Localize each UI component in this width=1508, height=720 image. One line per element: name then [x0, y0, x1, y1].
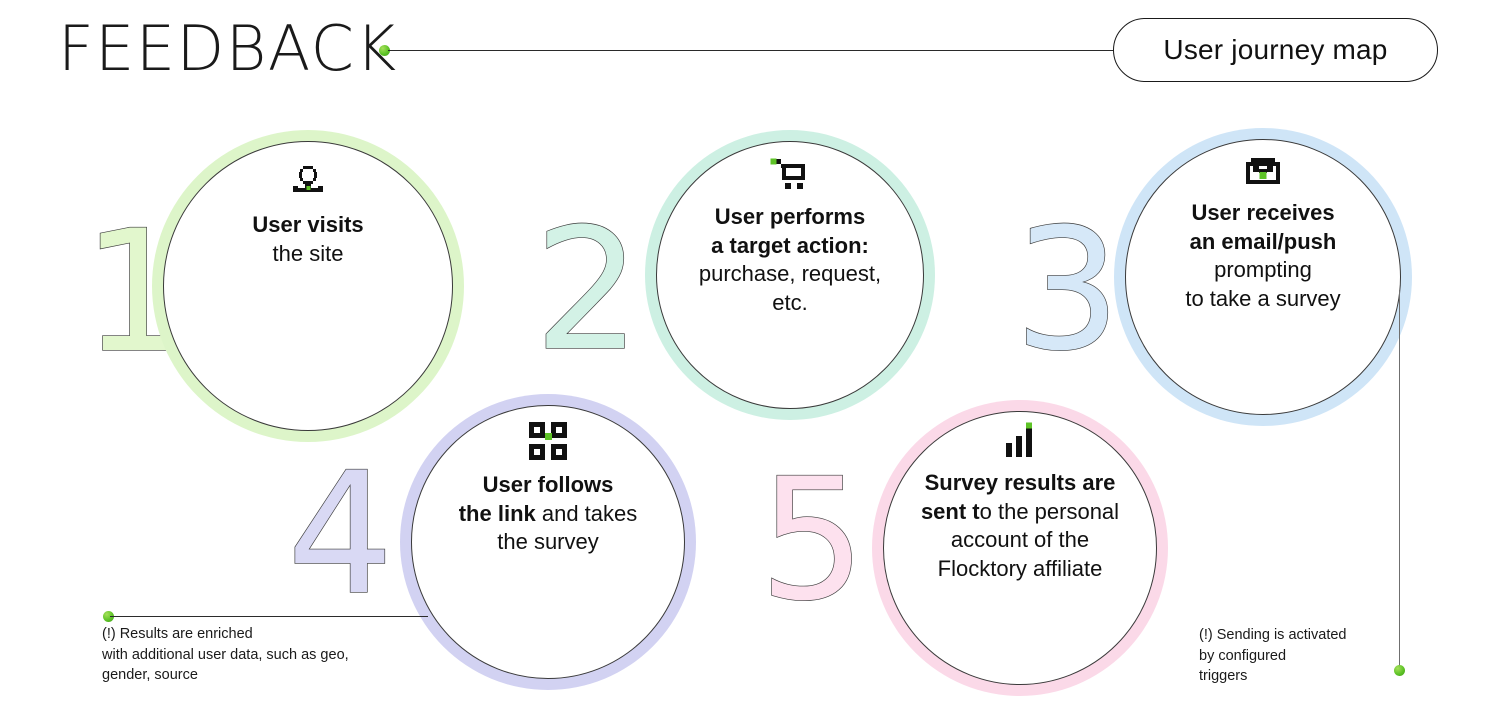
step-number-2-glyph: 2: [534, 192, 641, 388]
step-4-text: User follows the link and takes the surv…: [447, 471, 650, 557]
left-note-dot: [103, 611, 114, 622]
right-note-dot: [1394, 665, 1405, 676]
step-number-3-glyph: 3: [1014, 192, 1121, 388]
step-3-line-3: prompting: [1214, 257, 1312, 283]
step-1-text: User visits the site: [240, 211, 375, 268]
step-4-line-2-rest: and takes: [535, 500, 638, 526]
step-5-content: Survey results are sent to the personal …: [872, 422, 1168, 583]
step-2-line-4: etc.: [772, 289, 808, 315]
step-number-4: 4: [283, 435, 423, 632]
step-4-line-3: the survey: [497, 529, 599, 555]
step-5-line-2-bold: sent t: [920, 498, 980, 524]
right-note: (!) Sending is activated by configured t…: [1199, 627, 1347, 685]
step-5-line-4: Flocktory affiliate: [937, 555, 1103, 581]
step-5[interactable]: Survey results are sent to the personal …: [872, 400, 1168, 696]
step-3-text: User receives an email/push prompting to…: [1173, 199, 1352, 313]
step-3[interactable]: User receives an email/push prompting to…: [1114, 128, 1412, 426]
envelope-mail-icon: [1242, 156, 1284, 190]
step-number-4-glyph: 4: [287, 436, 394, 632]
step-4-content: User follows the link and takes the surv…: [400, 420, 696, 557]
left-note-line: [110, 616, 428, 617]
page-title: FEEDBACK: [58, 12, 398, 85]
badge-label: User journey map: [1163, 34, 1388, 65]
right-note-line: [1399, 290, 1401, 670]
step-4-line-2: the link and takes: [459, 501, 638, 526]
step-4-line-1: User follows: [482, 472, 614, 497]
step-1-content: User visits the site: [152, 162, 464, 268]
step-1-line-2: the site: [272, 240, 344, 266]
step-2-line-1: User performs: [714, 204, 866, 229]
step-number-5: 5: [755, 441, 895, 638]
title-connector-line: [388, 49, 1115, 51]
step-2-content: User performs a target action: purchase,…: [645, 156, 935, 317]
step-3-line-1: User receives: [1191, 200, 1335, 225]
step-2-text: User performs a target action: purchase,…: [687, 203, 893, 317]
step-5-line-1: Survey results are: [924, 470, 1116, 495]
step-5-line-2: sent to the personal: [921, 499, 1119, 524]
step-2-line-2: a target action:: [711, 232, 869, 258]
bar-chart-icon: [1001, 422, 1039, 460]
step-1-line-1: User visits: [252, 212, 364, 237]
step-1[interactable]: User visits the site: [152, 130, 464, 442]
step-3-line-2: an email/push: [1189, 228, 1337, 254]
step-5-line-2-rest: o the personal: [979, 498, 1120, 524]
step-5-line-3: account of the: [950, 527, 1090, 553]
step-3-line-4: to take a survey: [1185, 285, 1341, 311]
step-5-text: Survey results are sent to the personal …: [909, 469, 1131, 583]
user-journey-map-badge[interactable]: User journey map: [1113, 18, 1438, 82]
step-number-2: 2: [530, 191, 670, 388]
step-3-circle: [1125, 139, 1401, 415]
qr-grid-icon: [527, 420, 569, 462]
shopping-cart-icon: [769, 156, 811, 194]
step-4[interactable]: User follows the link and takes the surv…: [400, 394, 696, 690]
step-3-content: User receives an email/push prompting to…: [1114, 156, 1412, 313]
step-4-line-2-bold: the link: [458, 500, 536, 526]
user-avatar-icon: [288, 162, 328, 202]
step-4-circle: [411, 405, 685, 679]
step-2[interactable]: User performs a target action: purchase,…: [645, 130, 935, 420]
step-2-line-3: purchase, request,: [698, 261, 882, 287]
step-number-5-glyph: 5: [759, 442, 866, 638]
step-number-3: 3: [1010, 191, 1150, 388]
title-connector-dot: [379, 45, 390, 56]
left-note: (!) Results are enriched with additional…: [102, 626, 349, 684]
